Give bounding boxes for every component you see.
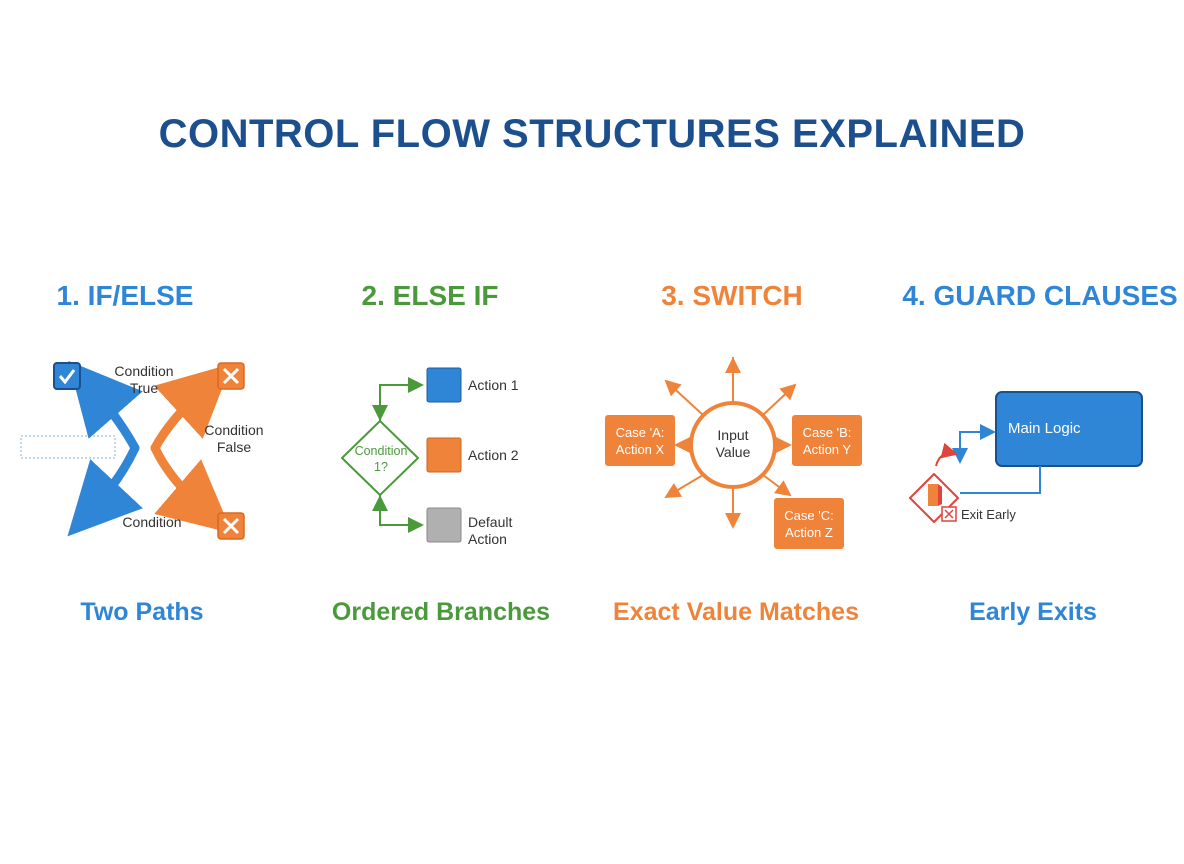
branch-arrow-default (379, 491, 424, 533)
default-action-label-line2: Action (468, 531, 507, 547)
case-a-label-line1: Case 'A: (616, 425, 665, 440)
close-icon (941, 506, 957, 522)
case-b-box (792, 415, 862, 466)
condition-diamond-text: Condition (355, 444, 408, 458)
switch-spokes (664, 357, 797, 529)
input-value-circle (689, 401, 777, 489)
case-c-label-line2: Action Z (785, 525, 833, 540)
action1-box (426, 367, 462, 403)
checkbox-checked-icon (53, 362, 81, 390)
condition-diamond (341, 420, 419, 496)
default-action-label-line1: Default (468, 514, 513, 530)
input-value-text-line1: Input (717, 427, 748, 443)
action1-label: Action 1 (468, 377, 519, 393)
close-icon (217, 512, 245, 540)
section-caption-guard-clauses: Early Exits (969, 598, 1097, 626)
section-caption-switch: Exact Value Matches (613, 598, 859, 626)
section-heading-guard-clauses: 4. GUARD CLAUSES (902, 280, 1178, 311)
branch-arrow-action1 (379, 377, 424, 425)
section-caption-if-else: Two Paths (80, 598, 204, 626)
condition-label: Condition (122, 514, 182, 530)
guard-pass-arrow (959, 424, 996, 462)
exit-curve-arrow (935, 442, 958, 467)
case-b-label-line2: Action Y (803, 442, 852, 457)
guard-clauses-diagram (909, 391, 1143, 523)
switch-diagram: Input Value Case 'A: Action X Case 'B: A… (605, 357, 862, 549)
dashed-placeholder (20, 435, 116, 459)
else-if-diagram: Condition 1? (341, 367, 462, 543)
orange-lower-arrow (150, 443, 233, 534)
case-c-box (774, 498, 844, 549)
close-icon (217, 362, 245, 390)
action2-box (426, 437, 462, 473)
exit-door-icon (928, 484, 942, 506)
exit-early-label: Exit Early (961, 507, 1016, 522)
condition-false-label: Condition False (204, 422, 264, 455)
main-logic-label: Main Logic (1008, 420, 1081, 437)
if-else-diagram (20, 360, 245, 540)
case-c-label-line1: Case 'C: (784, 508, 833, 523)
case-a-label-line2: Action X (616, 442, 665, 457)
main-logic-box (995, 391, 1143, 467)
case-a-box (605, 415, 675, 466)
action2-label: Action 2 (468, 447, 519, 463)
input-value-text-line2: Value (716, 444, 751, 460)
default-action-box (426, 507, 462, 543)
section-heading-switch: 3. SWITCH (661, 280, 803, 311)
condition-true-label: Condition True (114, 363, 174, 396)
false-path-arrow (150, 363, 232, 453)
page-title: CONTROL FLOW STRUCTURES EXPLAINED (158, 112, 1026, 156)
condition-diamond-number: 1? (374, 460, 388, 474)
blue-lower-arrow (67, 443, 143, 537)
guard-return-line (960, 466, 1041, 494)
section-heading-if-else: 1. IF/ELSE (56, 280, 194, 311)
section-caption-else-if: Ordered Branches (331, 598, 551, 626)
true-path-arrow (68, 360, 143, 453)
section-heading-else-if: 2. ELSE IF (361, 280, 499, 311)
case-b-label-line1: Case 'B: (803, 425, 852, 440)
